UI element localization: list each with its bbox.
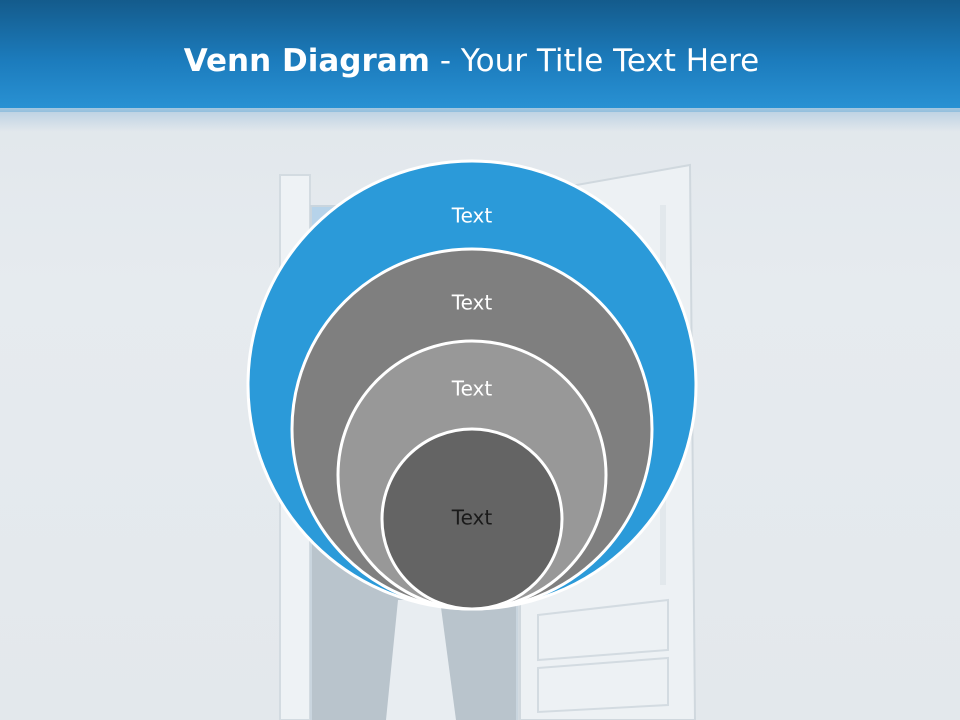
- title-bar-fade: [0, 108, 960, 132]
- title-bar: [0, 0, 960, 112]
- page-title: Venn Diagram - Your Title Text Here: [0, 40, 943, 82]
- venn-circle-3-label: Text: [451, 377, 493, 401]
- title-rest-part: - Your Title Text Here: [429, 43, 760, 79]
- title-bold-part: Venn Diagram: [183, 43, 430, 79]
- venn-circle-4-label: Text: [451, 506, 493, 530]
- venn-circle-1-label: Text: [451, 204, 493, 228]
- venn-circle-4: [380, 427, 564, 611]
- venn-circle-2-label: Text: [451, 291, 493, 315]
